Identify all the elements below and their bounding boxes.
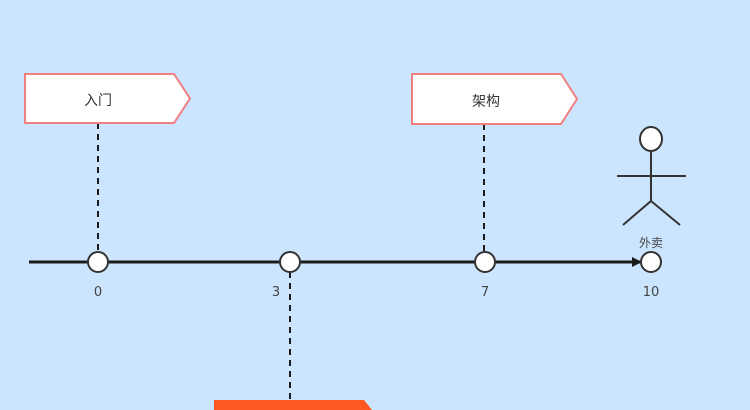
- tick-label: 0: [94, 285, 102, 300]
- node-3[interactable]: [279, 251, 301, 273]
- node-0[interactable]: [87, 251, 109, 273]
- flag-architecture-label: 架构: [472, 94, 500, 110]
- flag-intro[interactable]: 入门: [24, 73, 192, 124]
- tick-label: 3: [272, 285, 280, 300]
- actor-label: 外卖: [639, 236, 663, 250]
- flag-intro-label: 入门: [84, 93, 112, 109]
- flag-architecture[interactable]: 架构: [411, 73, 579, 125]
- flag-accent[interactable]: [214, 400, 372, 410]
- actor-icon[interactable]: [617, 126, 686, 226]
- node-10[interactable]: [640, 251, 662, 273]
- tick-label: 10: [643, 285, 660, 300]
- tick-label: 7: [481, 285, 489, 300]
- node-7[interactable]: [474, 251, 496, 273]
